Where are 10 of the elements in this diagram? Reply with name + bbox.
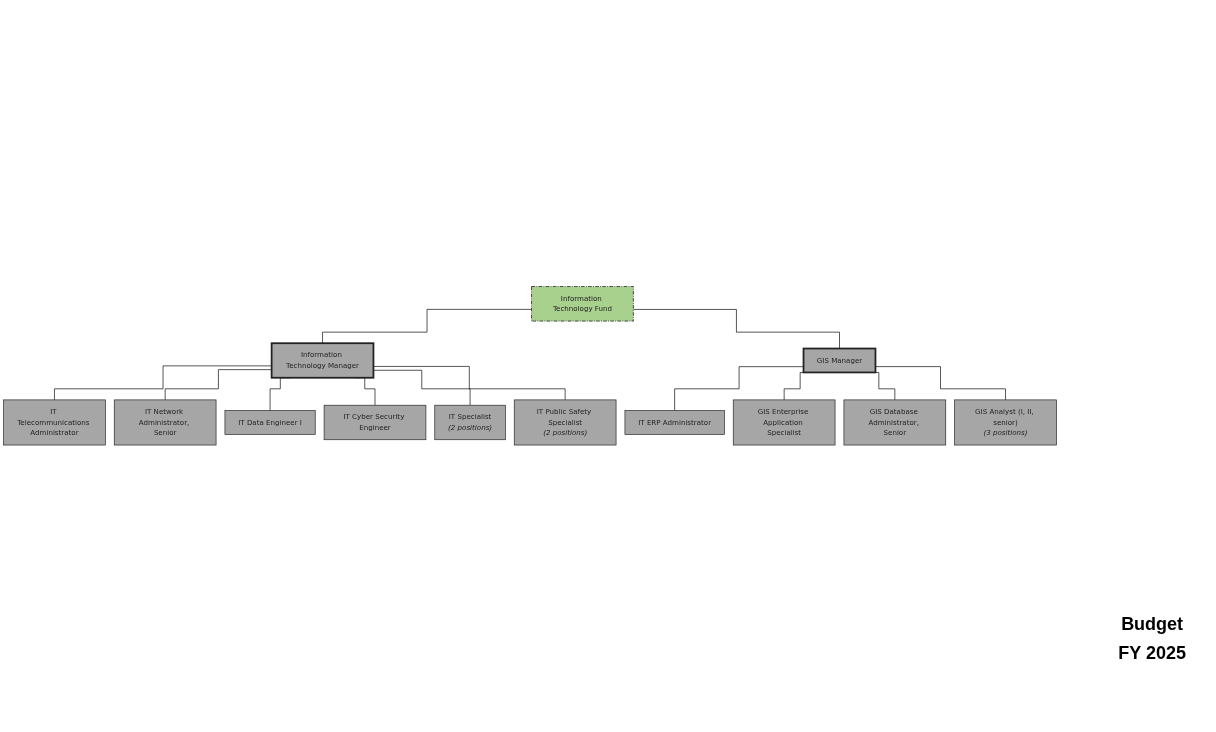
connector (322, 309, 532, 344)
connector (164, 369, 272, 401)
connector (633, 309, 840, 350)
budget-note: FY 2025 (1118, 643, 1186, 664)
connector (373, 370, 471, 406)
connector (54, 365, 272, 401)
connector (674, 366, 804, 412)
connector (373, 366, 566, 401)
budget-note: Budget (1120, 614, 1185, 635)
connector (875, 366, 1006, 401)
